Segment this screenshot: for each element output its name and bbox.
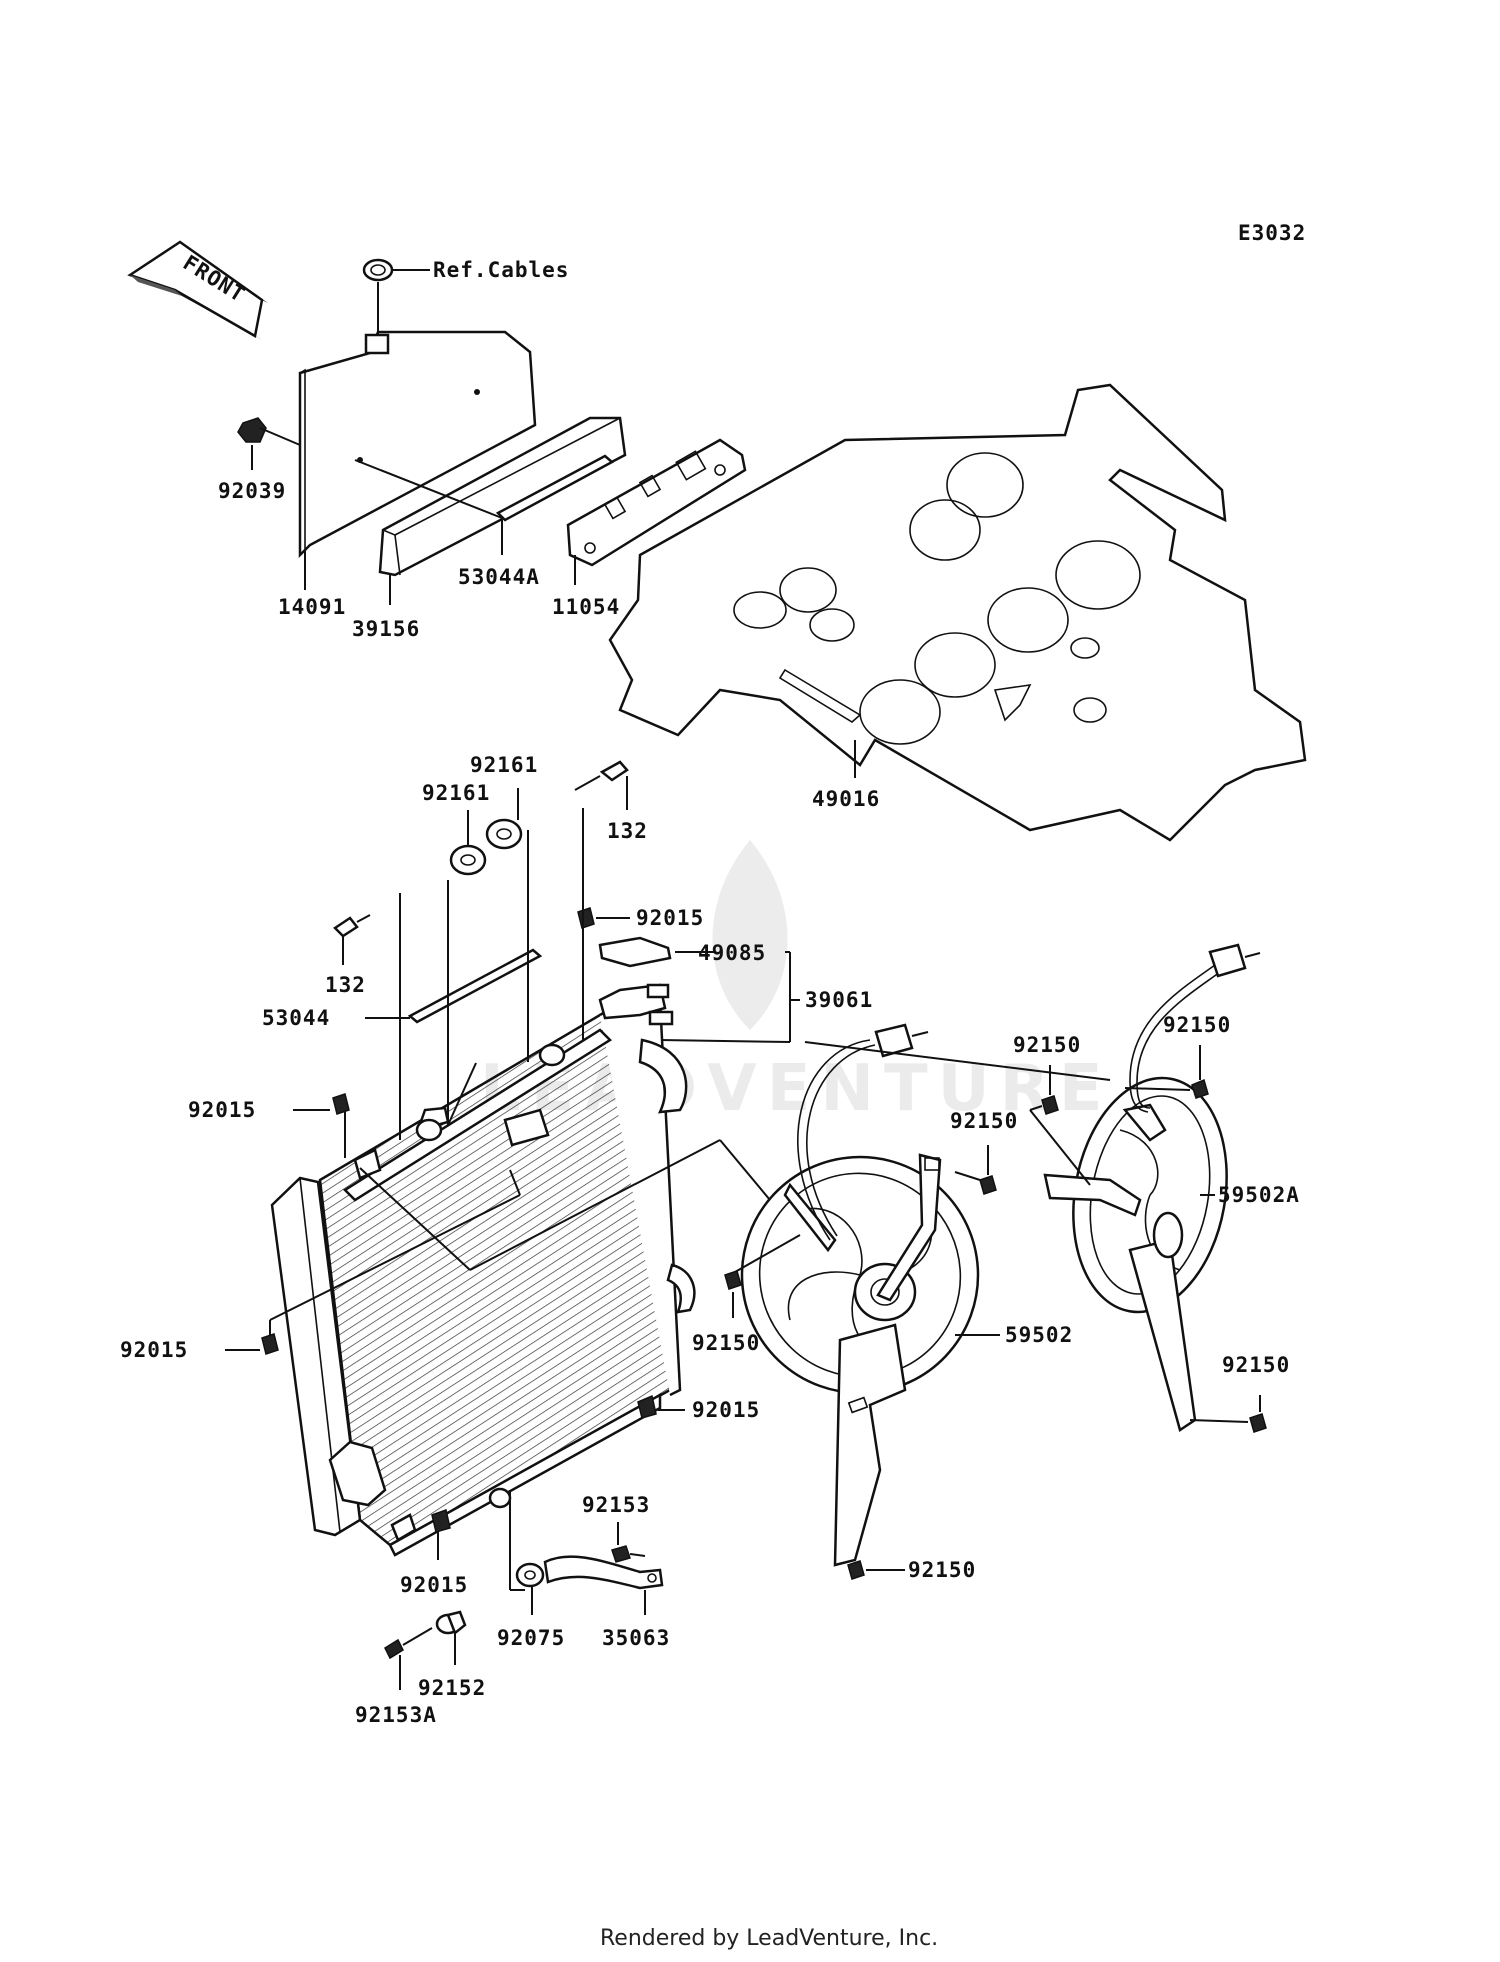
label-92015-right: 92015 xyxy=(692,1398,760,1422)
front-arrow-icon: FRONT xyxy=(127,240,268,340)
label-53044: 53044 xyxy=(262,1006,330,1030)
clip-icon xyxy=(431,1509,451,1533)
clip-icon xyxy=(637,1394,657,1419)
bolt-icon xyxy=(384,1627,433,1660)
label-14091: 14091 xyxy=(278,595,346,619)
label-92150-c: 92150 xyxy=(950,1109,1018,1133)
bolt-icon xyxy=(1249,1413,1267,1433)
foam-pad-39156 xyxy=(378,416,627,577)
label-ref-cables: Ref.Cables xyxy=(433,258,569,282)
fan-59502A xyxy=(1043,943,1261,1432)
cable-clamp-icon xyxy=(362,258,394,355)
bolt-icon xyxy=(611,1545,646,1563)
bracket-11054 xyxy=(566,438,747,567)
label-92015-top: 92015 xyxy=(636,906,704,930)
bolt-icon xyxy=(724,1270,742,1290)
grommet-icon xyxy=(515,1562,545,1588)
radiator-39061 xyxy=(270,983,696,1557)
grommet-icon xyxy=(485,818,523,850)
clip-icon xyxy=(577,907,595,929)
rod-53044 xyxy=(407,948,543,1024)
label-132-left: 132 xyxy=(325,973,366,997)
label-53044A: 53044A xyxy=(458,565,540,589)
label-49016: 49016 xyxy=(812,787,880,811)
label-92075: 92075 xyxy=(497,1626,565,1650)
label-92150-a: 92150 xyxy=(1013,1033,1081,1057)
label-39061: 39061 xyxy=(805,988,873,1012)
label-92150-b: 92150 xyxy=(1163,1013,1231,1037)
label-59502: 59502 xyxy=(1005,1323,1073,1347)
bolt-icon xyxy=(1041,1095,1059,1115)
label-92153A: 92153A xyxy=(355,1703,437,1727)
grommet-icon xyxy=(449,844,487,876)
footer-credit: Rendered by LeadVenture, Inc. xyxy=(600,1926,938,1951)
bolt-icon xyxy=(847,1560,865,1580)
strip-53044A xyxy=(495,454,615,522)
fan-59502 xyxy=(740,1023,980,1567)
label-132-top: 132 xyxy=(607,819,648,843)
label-92015-mid: 92015 xyxy=(120,1338,188,1362)
label-59502A: 59502A xyxy=(1218,1183,1300,1207)
washer-icon xyxy=(435,1610,467,1636)
label-49085: 49085 xyxy=(698,941,766,965)
bolt-icon xyxy=(237,417,267,443)
gasket-sheet-49016 xyxy=(608,383,1307,842)
label-92153: 92153 xyxy=(582,1493,650,1517)
label-92161-a: 92161 xyxy=(422,781,490,805)
label-92039: 92039 xyxy=(218,479,286,503)
radiator-cap-icon xyxy=(598,936,672,968)
label-92152: 92152 xyxy=(418,1676,486,1700)
clip-icon xyxy=(332,1093,350,1115)
label-35063: 35063 xyxy=(602,1626,670,1650)
label-92015-left: 92015 xyxy=(188,1098,256,1122)
label-92161-b: 92161 xyxy=(470,753,538,777)
bolt-icon xyxy=(333,914,371,938)
label-39156: 39156 xyxy=(352,617,420,641)
bolt-icon xyxy=(1191,1078,1209,1099)
label-92150-d: 92150 xyxy=(692,1331,760,1355)
label-11054: 11054 xyxy=(552,595,620,619)
diagram-code: E3032 xyxy=(1238,221,1306,245)
label-92150-f: 92150 xyxy=(908,1558,976,1582)
bracket-35063 xyxy=(543,1555,664,1590)
label-92150-e: 92150 xyxy=(1222,1353,1290,1377)
bolt-icon xyxy=(979,1175,997,1195)
label-92015-bottom: 92015 xyxy=(400,1573,468,1597)
bolt-icon xyxy=(574,760,629,791)
clip-icon xyxy=(261,1333,279,1355)
